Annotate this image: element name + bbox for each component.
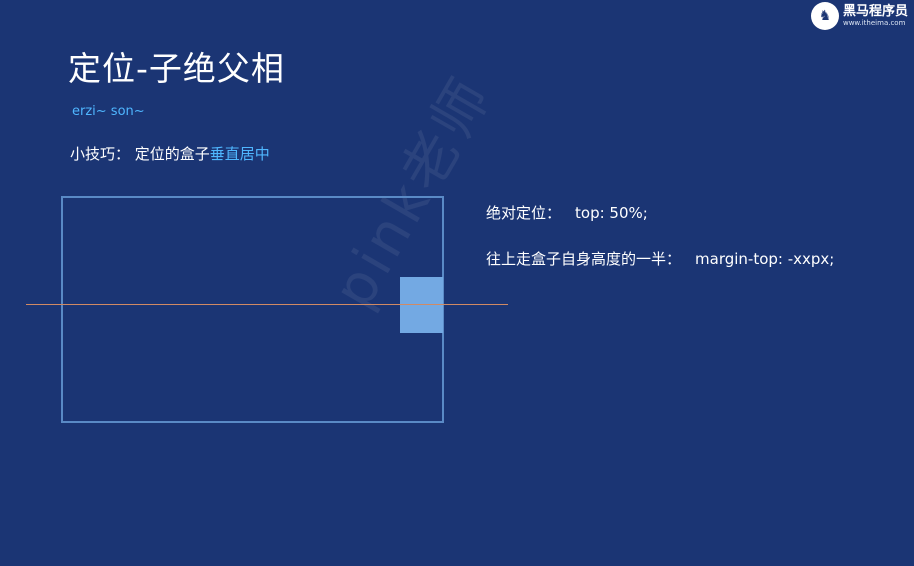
tip-prefix: 小技巧： 定位的盒子: [70, 145, 210, 163]
note-margin-code: margin-top: -xxpx;: [695, 250, 835, 268]
tip-line: 小技巧： 定位的盒子垂直居中: [70, 143, 270, 164]
slide-title: 定位-子绝父相: [68, 49, 285, 88]
tip-highlight: 垂直居中: [209, 145, 270, 163]
brand-logo: ♞ 黑马程序员 www.itheima.com: [810, 2, 908, 30]
child-box: [400, 277, 443, 333]
horse-logo-icon: ♞: [810, 2, 839, 30]
slide-subtitle: erzi~ son~: [72, 104, 145, 119]
note-top-label: 绝对定位：: [486, 204, 562, 222]
parent-box: [61, 196, 444, 423]
logo-name: 黑马程序员: [842, 4, 908, 19]
note-margin-label: 往上走盒子自身高度的一半：: [486, 250, 682, 268]
note-top: 绝对定位： top: 50%;: [486, 202, 648, 223]
note-margin: 往上走盒子自身高度的一半： margin-top: -xxpx;: [486, 248, 834, 269]
note-top-code: top: 50%;: [575, 204, 648, 222]
logo-url: www.itheima.com: [842, 19, 906, 27]
center-guide-line: [26, 304, 508, 305]
